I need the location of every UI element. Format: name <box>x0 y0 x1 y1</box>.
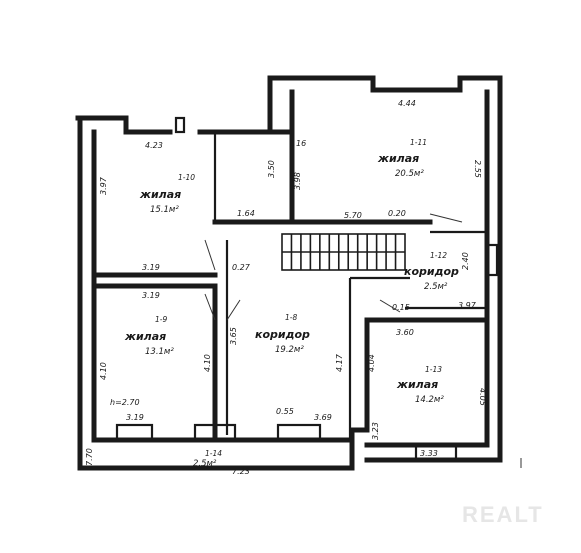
dim-397-right: 3.97 <box>458 301 477 310</box>
window-4 <box>414 443 458 462</box>
dim-397-left: 3.97 <box>99 176 108 195</box>
room-13-number: 1-13 <box>425 365 442 374</box>
watermark-logo: REALT <box>462 502 544 527</box>
door-swing-2 <box>204 293 216 321</box>
dim-405: 4.05 <box>478 388 487 406</box>
room-10-name: жилая <box>139 188 181 201</box>
dim-020: 0.20 <box>388 209 406 218</box>
dim-404: 4.04 <box>367 354 376 372</box>
dim-h: h=2.70 <box>110 398 140 407</box>
dim-444: 4.44 <box>398 99 416 108</box>
dim-365: 3.65 <box>229 327 238 345</box>
room-labels: 1-10 жилая 15.1м² 1-11 жилая 20.5м² 1-12… <box>124 138 459 469</box>
dim-319-c: 3.19 <box>126 413 144 422</box>
room-14-number: 1-14 <box>205 449 222 458</box>
window-3 <box>276 423 322 442</box>
door-swing-3 <box>226 299 241 321</box>
room-8-number: 1-8 <box>285 313 297 322</box>
room-11-area: 20.5м² <box>395 169 424 179</box>
window-top-left <box>174 116 186 134</box>
dim-240: 2.40 <box>461 252 470 270</box>
dim-410b: 4.10 <box>203 354 212 372</box>
wall-right-top <box>267 75 503 463</box>
room-9-area: 13.1м² <box>145 347 174 357</box>
dim-723: 7.23 <box>232 467 250 476</box>
dim-015: 0.15 <box>392 303 410 312</box>
windows <box>115 116 458 462</box>
dim-770: 7.70 <box>85 448 94 466</box>
room-10-area: 15.1м² <box>150 205 179 215</box>
dim-055: 0.55 <box>276 407 294 416</box>
room-8-name: коридор <box>255 328 310 341</box>
interior-walls <box>91 132 499 440</box>
door-swing-1 <box>204 239 216 271</box>
room-11-name: жилая <box>377 152 419 165</box>
dim-555: 2.55 <box>473 160 482 178</box>
dim-319-b: 3.19 <box>142 291 160 300</box>
door-swing-5 <box>379 299 401 313</box>
dimension-labels: 4.23 4.44 16 2.55 3.97 3.50 3.98 1.64 5.… <box>85 99 487 476</box>
entry-niche <box>485 243 499 277</box>
dim-410: 4.10 <box>99 362 108 380</box>
dim-350: 3.50 <box>267 160 276 178</box>
dim-423: 4.23 <box>145 141 163 150</box>
room-10-number: 1-10 <box>178 173 195 182</box>
dim-570: 5.70 <box>344 211 362 220</box>
room-11-number: 1-11 <box>410 138 427 147</box>
dim-360: 3.60 <box>396 328 414 337</box>
dim-398: 3.98 <box>293 172 302 190</box>
room-12-number: 1-12 <box>430 251 447 260</box>
room-9-number: 1-9 <box>155 315 167 324</box>
dim-323: 3.23 <box>371 422 380 440</box>
door-swing-4 <box>429 213 463 223</box>
dim-027: 0.27 <box>232 263 251 272</box>
room-9-name: жилая <box>124 330 166 343</box>
staircase <box>281 233 406 271</box>
room-8-area: 19.2м² <box>275 345 304 355</box>
dim-369: 3.69 <box>314 413 332 422</box>
window-1 <box>115 423 154 442</box>
dim-319-a: 3.19 <box>142 263 160 272</box>
wall-bottom-right <box>349 427 370 471</box>
dim-16: 16 <box>296 139 306 148</box>
room-14-area: 2.5м² <box>193 459 217 469</box>
dim-164: 1.64 <box>237 209 255 218</box>
wall-left-top <box>75 115 173 135</box>
dim-333: 3.33 <box>420 449 438 458</box>
dim-417: 4.17 <box>335 353 344 372</box>
room-13-name: жилая <box>396 378 438 391</box>
window-2 <box>193 423 237 442</box>
room-12-area: 2.5м² <box>424 282 448 292</box>
room-13-area: 14.2м² <box>415 395 444 405</box>
room-12-name: коридор <box>404 265 459 278</box>
